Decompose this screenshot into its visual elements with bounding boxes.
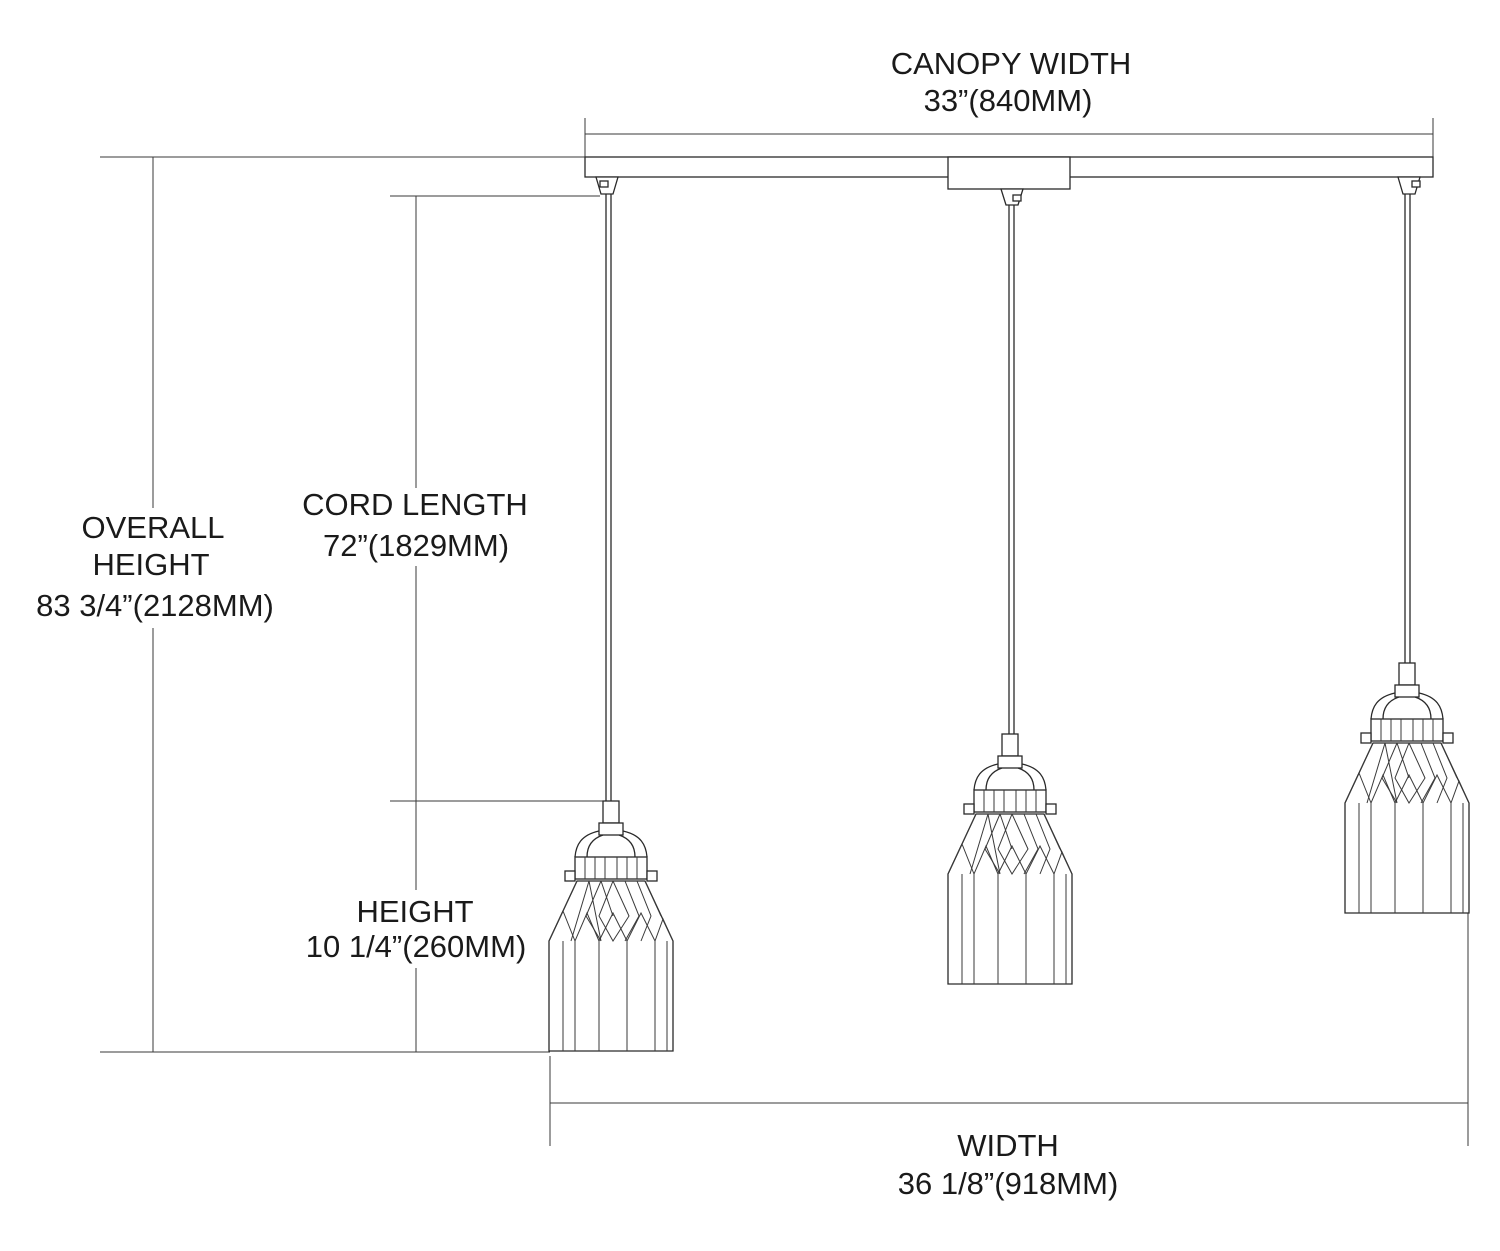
pendant-left xyxy=(548,800,674,1052)
cord-length-dimension xyxy=(390,195,604,802)
pendant-center xyxy=(947,733,1073,985)
width-dimension xyxy=(549,910,1469,1146)
overall-height-label-line1: OVERALL xyxy=(81,510,224,545)
overall-height-dimension xyxy=(100,156,585,1053)
canopy-width-value: 33”(840MM) xyxy=(924,83,1093,118)
cord-length-label: CORD LENGTH xyxy=(302,487,528,522)
pendant-cords xyxy=(605,194,1411,801)
canopy-width-dimension xyxy=(584,118,1434,158)
height-label: HEIGHT xyxy=(356,894,473,929)
overall-height-value: 83 3/4”(2128MM) xyxy=(36,588,274,623)
pendant-right xyxy=(1344,662,1470,914)
cord-length-value: 72”(1829MM) xyxy=(323,528,509,563)
overall-height-label-line2: HEIGHT xyxy=(92,547,209,582)
canopy-bar xyxy=(584,156,1434,206)
width-value: 36 1/8”(918MM) xyxy=(898,1166,1119,1201)
height-value: 10 1/4”(260MM) xyxy=(306,929,527,964)
canopy-width-label: CANOPY WIDTH xyxy=(891,46,1132,81)
width-label: WIDTH xyxy=(957,1128,1059,1163)
